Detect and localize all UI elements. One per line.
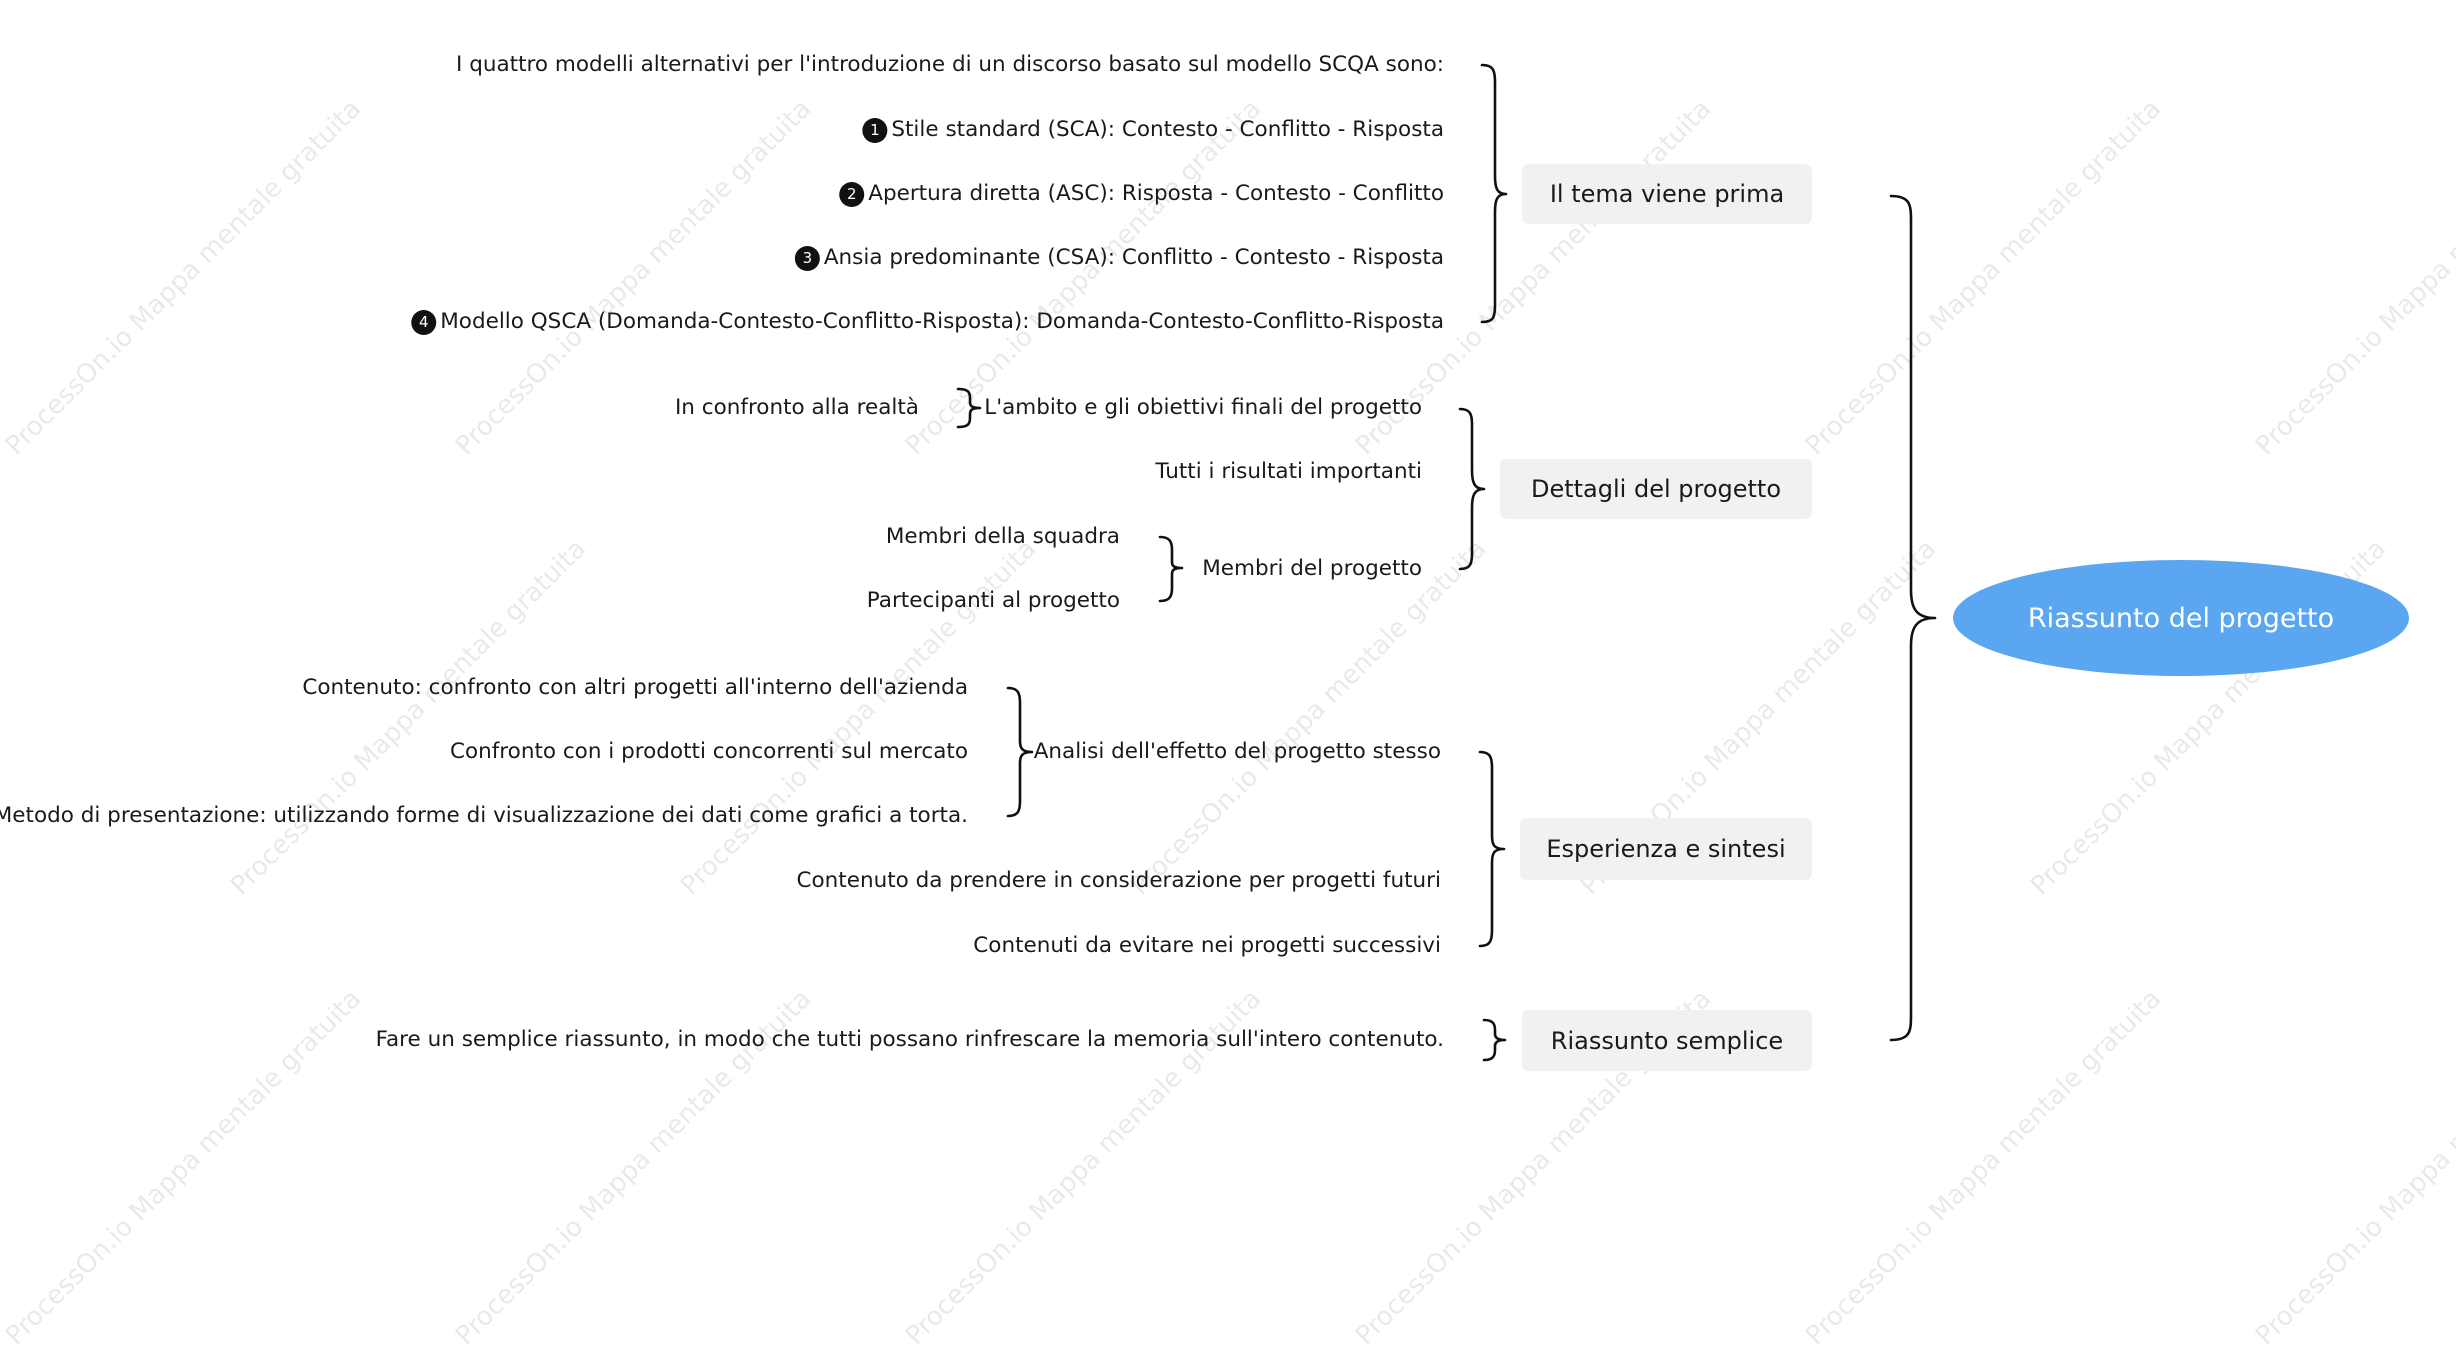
tema-intro[interactable]: I quattro modelli alternativi per l'intr… [456, 52, 1444, 77]
dettagli-brace [1458, 407, 1486, 571]
semplice-text[interactable]: Fare un semplice riassunto, in modo che … [375, 1027, 1444, 1052]
tema-brace [1480, 63, 1508, 324]
branch-dettagli-label: Dettagli del progetto [1530, 475, 1782, 503]
root-brace [1889, 194, 1937, 1042]
connector-lines [956, 63, 1937, 1062]
branch-semplice-label: Riassunto semplice [1550, 1026, 1784, 1055]
esperienza-futuri[interactable]: Contenuto da prendere in considerazione … [796, 868, 1441, 893]
esperienza-analisi[interactable]: Analisi dell'effetto del progetto stesso [1033, 739, 1441, 764]
branch-dettagli[interactable]: Dettagli del progetto [1500, 459, 1812, 519]
dettagli-ambito[interactable]: L'ambito e gli obiettivi finali del prog… [984, 395, 1422, 420]
number-2-icon: 2 [839, 182, 865, 207]
number-1-icon: 1 [862, 118, 888, 143]
esperienza-brace [1478, 750, 1506, 948]
branch-semplice[interactable]: Riassunto semplice [1522, 1010, 1812, 1071]
branch-esperienza[interactable]: Esperienza e sintesi [1520, 818, 1812, 880]
esperienza-evitare[interactable]: Contenuti da evitare nei progetti succes… [973, 933, 1441, 958]
branch-tema[interactable]: Il tema viene prima [1522, 164, 1812, 224]
membri-partecipanti[interactable]: Partecipanti al progetto [866, 588, 1120, 613]
analisi-brace [1006, 686, 1034, 818]
dettagli-membri[interactable]: Membri del progetto [1202, 556, 1422, 581]
analisi-confronto-interno[interactable]: Contenuto: confronto con altri progetti … [302, 675, 968, 700]
analisi-metodo[interactable]: Metodo di presentazione: utilizzando for… [0, 803, 968, 828]
semplice-brace [1482, 1018, 1507, 1062]
analisi-confronto-mercato[interactable]: Confronto con i prodotti concorrenti sul… [449, 739, 968, 764]
dettagli-ambito-note[interactable]: In confronto alla realtà [674, 395, 919, 420]
dettagli-risultati[interactable]: Tutti i risultati importanti [1155, 459, 1422, 484]
branch-tema-label: Il tema viene prima [1549, 180, 1785, 208]
membri-brace [1158, 535, 1184, 603]
root-node[interactable]: Riassunto del progetto [1953, 560, 2409, 676]
membri-squadra[interactable]: Membri della squadra [885, 524, 1120, 549]
number-3-icon: 3 [794, 246, 820, 271]
number-4-icon: 4 [411, 310, 437, 335]
root-label: Riassunto del progetto [2027, 602, 2335, 634]
ambito-brace [956, 387, 982, 429]
branch-esperienza-label: Esperienza e sintesi [1546, 835, 1786, 863]
